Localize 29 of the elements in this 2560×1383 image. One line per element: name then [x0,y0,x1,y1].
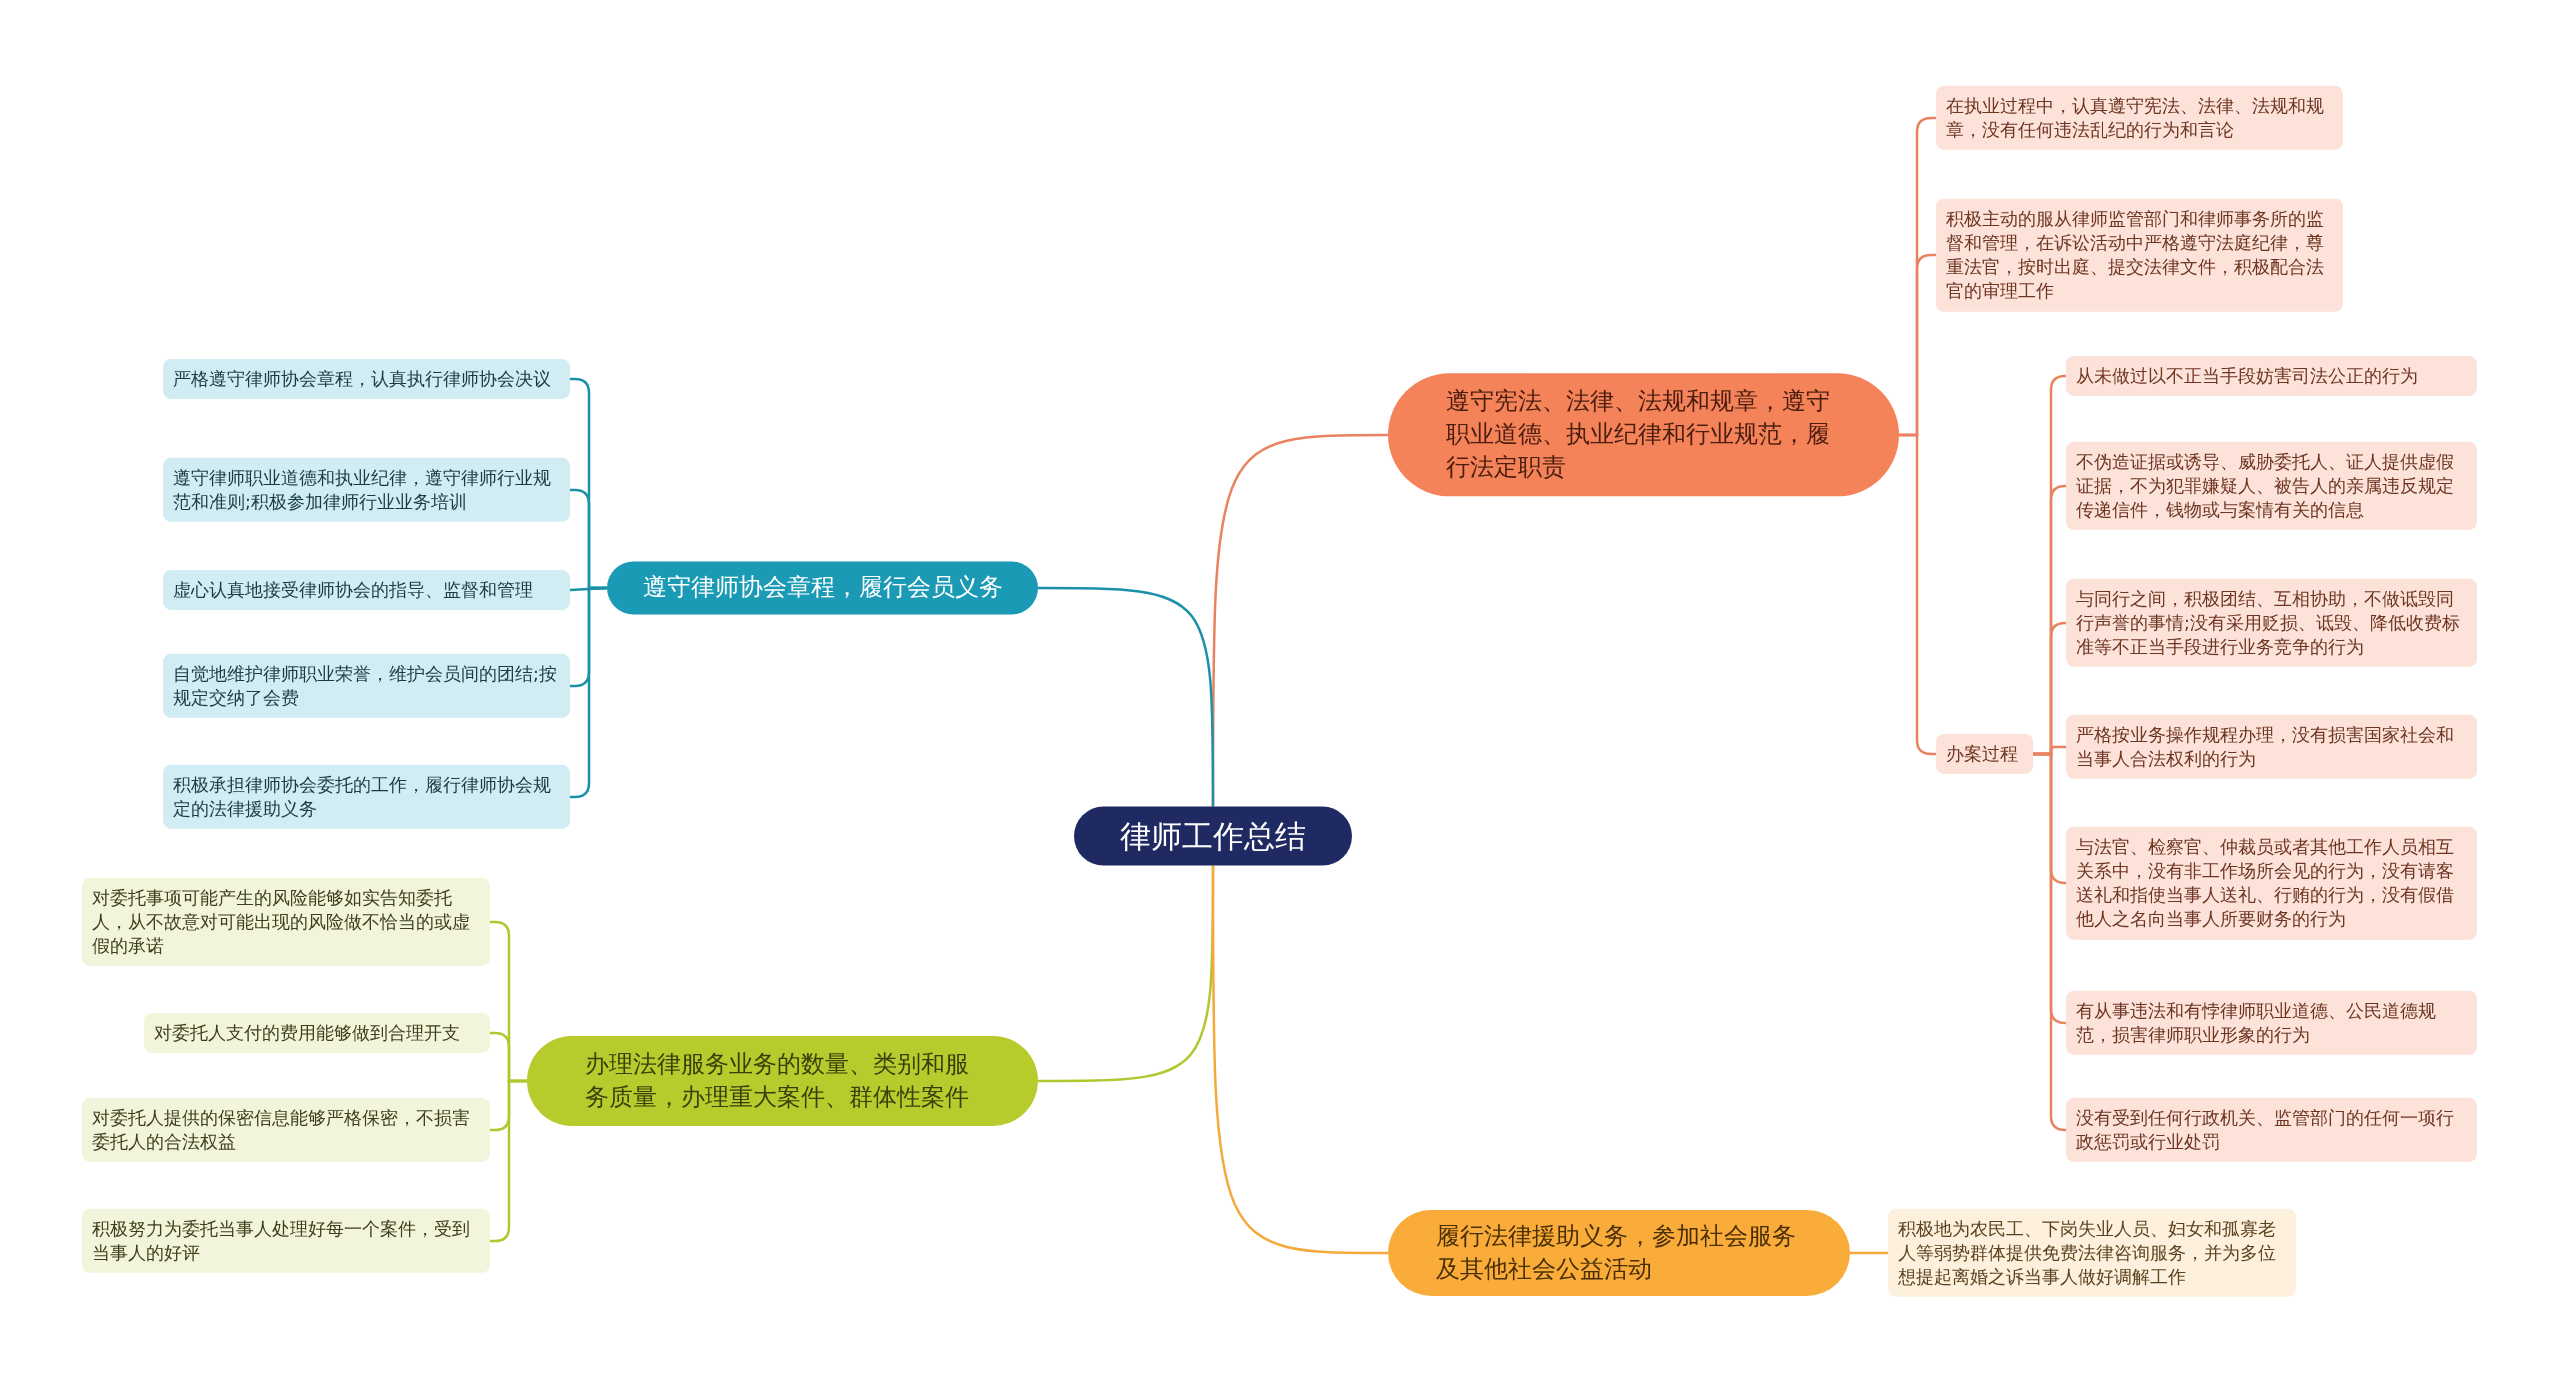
topic-box: 遵守律师职业道德和执业纪律，遵守律师行业规范和准则;积极参加律师行业业务培训 [163,457,570,523]
topic-box: 积极主动的服从律师监管部门和律师事务所的监督和管理，在诉讼活动中严格遵守法庭纪律，尊重法官，按时出庭、提交法律文件，积极配合法官的审理工作 [1936,198,2343,312]
topic-box: 从未做过以不正当手段妨害司法公正的行为 [2066,355,2477,397]
topic-box: 自觉地维护律师职业荣誉，维护会员间的团结;按规定交纳了会费 [163,653,570,719]
connector-line [1850,1251,1888,1255]
topic-box: 有从事违法和有悖律师职业道德、公民道德规范，损害律师职业形象的行为 [2066,990,2477,1056]
topic-box: 积极努力为委托当事人处理好每一个案件，受到当事人的好评 [82,1208,490,1274]
topic-box: 办案过程 [1936,733,2033,775]
central-topic: 律师工作总结 [1074,806,1352,866]
topic-box: 与同行之间，积极团结、互相协助，不做诋毁同行声誉的事情;没有采用贬损、诋毁、降低收费标准等不正当手段进行业务竞争的行为 [2066,578,2477,668]
topic-box: 不伪造证据或诱导、威胁委托人、证人提供虚假证据，不为犯罪嫌疑人、被告人的亲属违反规定传递信件，钱物或与案情有关的信息 [2066,441,2477,531]
topic-box: 严格按业务操作规程办理，没有损害国家社会和当事人合法权利的行为 [2066,714,2477,780]
topic-box: 积极承担律师协会委托的工作，履行律师协会规定的法律援助义务 [163,764,570,830]
topic-box: 严格遵守律师协会章程，认真执行律师协会决议 [163,358,570,400]
connector-line [1038,586,1215,807]
topic-box: 对委托人提供的保密信息能够严格保密，不损害委托人的合法权益 [82,1097,490,1163]
topic-box: 与法官、检察官、仲裁员或者其他工作人员相互关系中，没有非工作场所会见的行为，没有请客送礼和指使当事人送礼、行贿的行为，没有假借他人之名向当事人所要财务的行为 [2066,826,2477,940]
topic-box: 虚心认真地接受律师协会的指导、监督和管理 [163,569,570,611]
branch-topic: 办理法律服务业务的数量、类别和服务质量，办理重大案件、群体性案件 [527,1035,1038,1127]
topic-box: 没有受到任何行政机关、监管部门的任何一项行政惩罚或行业处罚 [2066,1097,2477,1163]
topic-box: 积极地为农民工、下岗失业人员、妇女和孤寡老人等弱势群体提供免费法律咨询服务，并为多位想提起离婚之诉当事人做好调解工作 [1888,1208,2296,1298]
connector-line [1211,865,1388,1255]
topic-box: 在执业过程中，认真遵守宪法、法律、法规和规章，没有任何违法乱纪的行为和言论 [1936,85,2343,151]
connector-line [2033,752,2067,1132]
branch-topic: 遵守律师协会章程，履行会员义务 [607,561,1038,615]
topic-box: 对委托人支付的费用能够做到合理开支 [144,1012,490,1054]
branch-topic: 履行法律援助义务，参加社会服务及其他社会公益活动 [1388,1209,1850,1297]
branch-topic: 遵守宪法、法律、法规和规章，遵守职业道德、执业纪律和行业规范，履行法定职责 [1388,373,1899,497]
topic-box: 对委托事项可能产生的风险能够如实告知委托人，从不故意对可能出现的风险做不恰当的或虚假的承诺 [82,877,490,967]
